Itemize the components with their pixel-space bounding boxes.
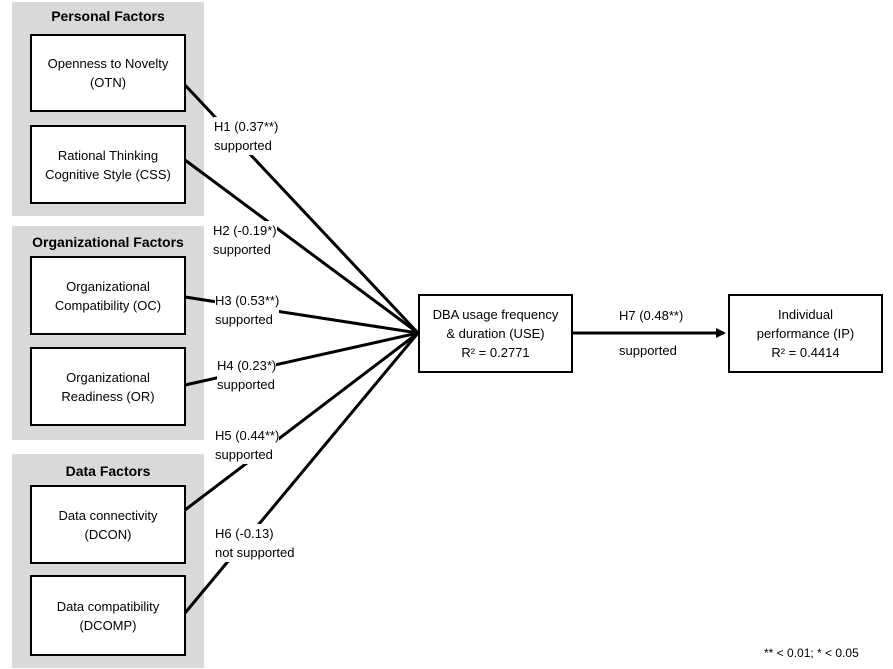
dcon-line2: (DCON) [84,526,132,542]
h1-label: H1 (0.37**) supported [214,117,279,155]
dcon-box: Data connectivity (DCON) [30,485,186,564]
h1-coefficient: H1 (0.37**) [214,119,279,134]
use-line2: & duration (USE) [446,326,545,341]
h5-label: H5 (0.44**) supported [215,426,280,464]
otn-line1: Openness to Novelty [47,56,169,71]
h3-coefficient: H3 (0.53**) [215,293,280,308]
h2-coefficient: H2 (-0.19*) [213,223,277,238]
h7-coefficient-label: H7 (0.48**) [619,308,684,323]
use-box: DBA usage frequency & duration (USE) R² … [418,294,573,373]
h4-label: H4 (0.23*) supported [217,356,277,394]
h6-path [183,332,420,614]
personal-factors-title: Personal Factors [51,8,165,24]
h2-path [184,158,419,335]
otn-line2: (OTN) [89,75,127,90]
ip-line1: Individual [778,307,833,322]
h1-status: supported [214,138,272,153]
h3-label: H3 (0.53**) supported [215,291,280,329]
or-line2: Readiness (OR) [61,388,155,404]
oc-line2: Compatibility (OC) [54,297,162,313]
data-factors-title: Data Factors [65,463,151,479]
h6-coefficient: H6 (-0.13) [215,526,274,541]
h4-coefficient: H4 (0.23*) [217,358,277,373]
dcomp-line1: Data compatibility [56,598,160,614]
h6-label: H6 (-0.13) not supported [215,524,295,562]
oc-line1: Organizational [66,278,150,294]
dcomp-line2: (DCOMP) [79,617,137,633]
dcon-line1: Data connectivity [58,507,158,523]
h7-status-label: supported [619,343,677,358]
h5-status: supported [215,447,273,462]
dcomp-box: Data compatibility (DCOMP) [30,575,186,656]
otn-box: Openness to Novelty (OTN) [30,34,186,112]
ip-r2: R² = 0.4414 [771,345,840,360]
or-box: Organizational Readiness (OR) [30,347,186,426]
use-r2: R² = 0.2771 [461,345,530,360]
h4-status: supported [217,377,275,392]
css-box: Rational Thinking Cognitive Style (CSS) [30,125,186,204]
or-line1: Organizational [66,369,150,385]
organizational-factors-title: Organizational Factors [32,234,184,250]
use-line1: DBA usage frequency [432,307,559,322]
h3-status: supported [215,312,273,327]
h5-path [184,331,419,512]
css-line2: Cognitive Style (CSS) [45,166,171,182]
h2-label: H2 (-0.19*) supported [213,221,277,259]
h2-status: supported [213,242,271,257]
oc-box: Organizational Compatibility (OC) [30,256,186,335]
significance-footnote: ** < 0.01; * < 0.05 [764,646,859,660]
h6-status: not supported [215,545,295,560]
ip-box: Individual performance (IP) R² = 0.4414 [728,294,883,373]
css-line1: Rational Thinking [57,147,159,163]
h5-coefficient: H5 (0.44**) [215,428,280,443]
ip-line2: performance (IP) [756,326,855,341]
